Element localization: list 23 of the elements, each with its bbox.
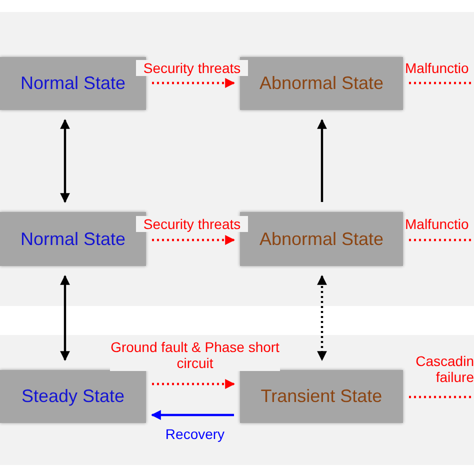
arrow xyxy=(151,410,234,420)
state-label: Normal State xyxy=(20,228,126,250)
state-box xyxy=(240,370,403,423)
arrow xyxy=(152,235,235,245)
arrow xyxy=(317,275,327,361)
state-label: Abnormal State xyxy=(259,73,384,94)
arrow xyxy=(60,275,70,361)
state-label: Abnormal State xyxy=(259,228,384,250)
state-box xyxy=(0,212,146,266)
state-box xyxy=(240,57,403,110)
arrow xyxy=(152,78,235,88)
arrow xyxy=(152,379,235,389)
state-box xyxy=(0,370,146,423)
state-box xyxy=(0,57,146,110)
state-label: Steady State xyxy=(21,386,125,407)
edge-label: Ground fault & Phase short circuit xyxy=(110,339,280,371)
state-box xyxy=(240,212,403,266)
edge-label: Security threats xyxy=(136,60,248,76)
arrow xyxy=(60,119,70,203)
arrow xyxy=(317,119,327,202)
edge-label: Security threats xyxy=(136,216,248,232)
state-label: Transient State xyxy=(260,386,382,407)
state-label: Normal State xyxy=(20,73,126,94)
